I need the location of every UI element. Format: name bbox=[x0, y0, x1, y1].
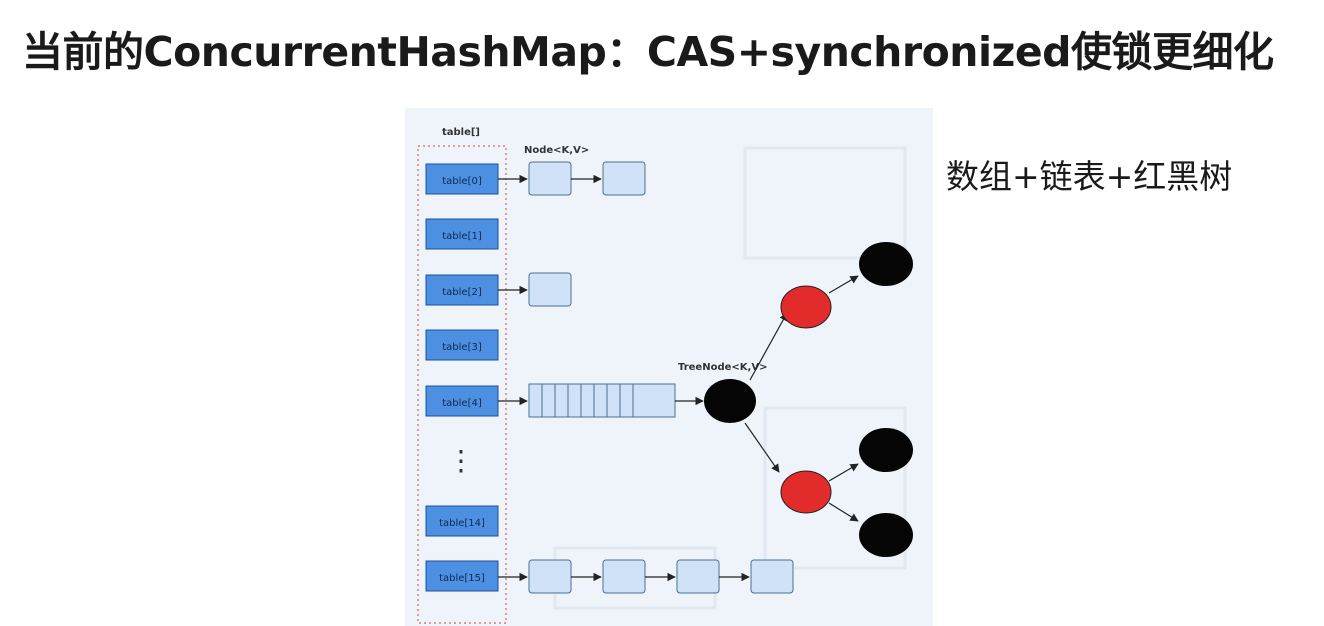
tree-node-black bbox=[859, 513, 913, 557]
table-slot-label: table[3] bbox=[442, 342, 482, 353]
table-slot: table[1] bbox=[425, 218, 499, 250]
table-slot: table[4] bbox=[425, 385, 499, 417]
tree-node-label: TreeNode<K,V> bbox=[678, 362, 767, 373]
list-node bbox=[602, 161, 646, 196]
table-slot-label: table[4] bbox=[442, 398, 482, 409]
node-label: Node<K,V> bbox=[524, 145, 589, 156]
list-node bbox=[528, 161, 572, 196]
table-slot: table[2] bbox=[425, 274, 499, 306]
tree-node-red bbox=[780, 470, 832, 514]
table-slot-label: table[2] bbox=[442, 287, 482, 298]
red-black-tree bbox=[704, 242, 913, 557]
table-slot-label: table[15] bbox=[439, 573, 485, 584]
table-slot-label: table[1] bbox=[442, 231, 482, 242]
chain-table-0 bbox=[498, 161, 646, 196]
table-slot: table[15] bbox=[425, 560, 499, 592]
hashmap-diagram: table[] table[0] table[1] table[2] table… bbox=[405, 108, 933, 626]
list-node bbox=[528, 272, 572, 307]
tree-node-red bbox=[780, 285, 832, 329]
table-slot-label: table[0] bbox=[442, 176, 482, 187]
chain-table-4 bbox=[498, 383, 704, 418]
list-node bbox=[750, 559, 794, 594]
tree-node-black bbox=[859, 242, 913, 286]
table-slots: table[0] table[1] table[2] table[3] tabl… bbox=[425, 163, 499, 592]
table-slot: table[0] bbox=[425, 163, 499, 195]
ellipsis: ⋮ bbox=[447, 444, 475, 477]
list-node bbox=[676, 559, 720, 594]
table-array-border bbox=[417, 145, 507, 624]
structure-subtitle: 数组+链表+红黑树 bbox=[946, 157, 1233, 196]
list-node bbox=[528, 559, 572, 594]
table-slot: table[3] bbox=[425, 329, 499, 361]
chain-table-2 bbox=[498, 272, 572, 307]
tree-node-black bbox=[859, 428, 913, 472]
node-buffer bbox=[528, 383, 676, 418]
page-title: 当前的ConcurrentHashMap：CAS+synchronized使锁更… bbox=[22, 28, 1274, 76]
tree-node-black-root bbox=[704, 379, 756, 423]
table-slot: table[14] bbox=[425, 505, 499, 537]
table-slot-label: table[14] bbox=[439, 518, 485, 529]
chain-table-15 bbox=[498, 559, 794, 594]
diagram-canvas: table[] table[0] table[1] table[2] table… bbox=[405, 108, 933, 626]
list-node bbox=[602, 559, 646, 594]
table-array-label: table[] bbox=[442, 127, 480, 138]
